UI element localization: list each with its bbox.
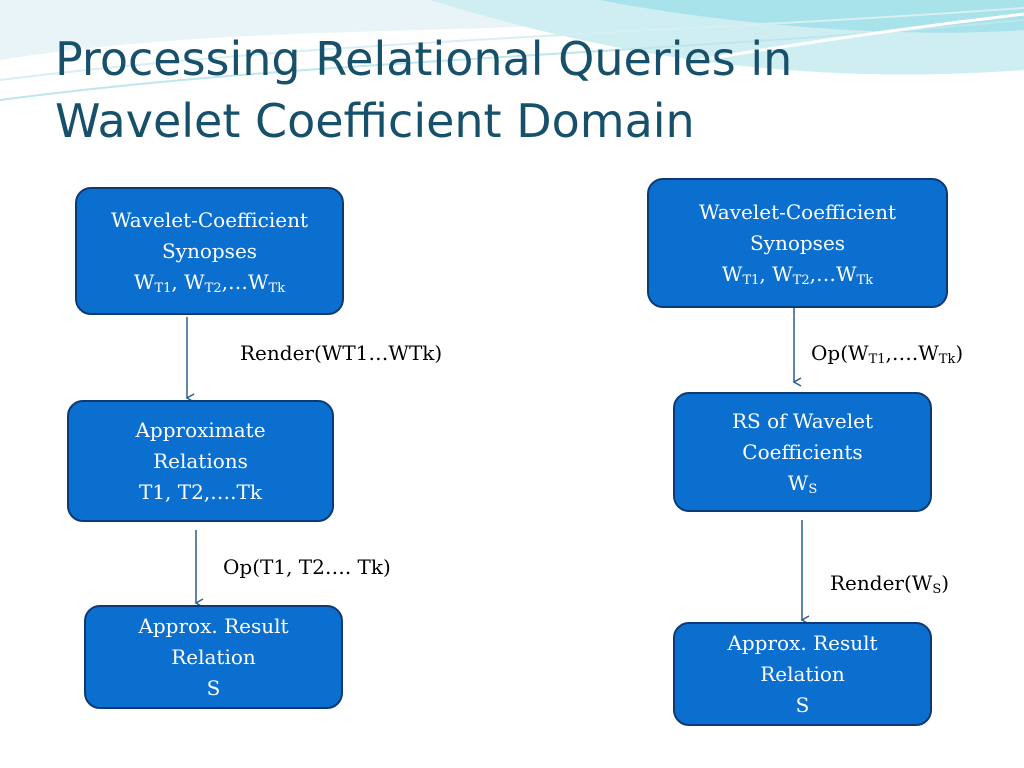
box-line: Wavelet-Coefficient (698, 199, 897, 224)
title-line-1: Processing Relational Queries in (55, 32, 793, 86)
left-result-box: Approx. Result Relation S (84, 605, 343, 709)
right-result-box: Approx. Result Relation S (673, 622, 932, 726)
box-line: T1, T2,….Tk (138, 479, 263, 504)
box-line: Approx. Result (727, 630, 878, 655)
box-line: WS (787, 470, 818, 497)
box-line: Relation (760, 661, 845, 686)
left-wavelet-synopses-box: Wavelet-Coefficient Synopses WT1, WT2,…W… (75, 187, 344, 315)
left-render-label: Render(WT1…WTk) (240, 341, 443, 365)
box-line: Coefficients (742, 439, 863, 464)
box-line: Relations (153, 448, 248, 473)
box-line: Relation (171, 644, 256, 669)
left-approximate-relations-box: Approximate Relations T1, T2,….Tk (67, 400, 334, 522)
box-line: S (795, 692, 810, 717)
right-render-label: Render(WS) (830, 571, 950, 597)
box-line: Wavelet-Coefficient (110, 207, 309, 232)
right-wavelet-synopses-box: Wavelet-Coefficient Synopses WT1, WT2,…W… (647, 178, 948, 308)
box-line: Synopses (161, 238, 258, 263)
box-line: Approximate (135, 417, 266, 442)
right-rs-wavelet-box: RS of Wavelet Coefficients WS (673, 392, 932, 512)
box-line: S (206, 675, 221, 700)
synopses-list: WT1, WT2,…WTk (721, 261, 874, 288)
left-op-label: Op(T1, T2…. Tk) (223, 555, 391, 579)
box-line: RS of Wavelet (731, 408, 874, 433)
box-line: Synopses (749, 230, 846, 255)
box-line: Approx. Result (138, 613, 289, 638)
right-op-label: Op(WT1,….WTk) (811, 341, 964, 367)
synopses-list: WT1, WT2,…WTk (133, 269, 286, 296)
slide-title: Processing Relational Queries in Wavelet… (55, 28, 792, 152)
background-swoosh (0, 0, 1024, 101)
title-line-2: Wavelet Coefficient Domain (55, 94, 695, 148)
